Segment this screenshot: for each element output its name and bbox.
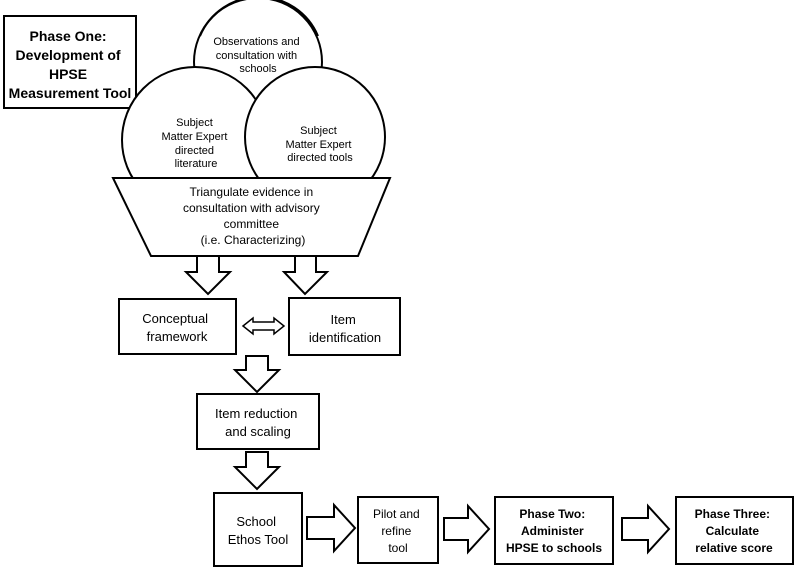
phase-two-line: Phase Two:: [519, 507, 585, 521]
item-id-line: Item: [331, 312, 356, 327]
down-arrow: [232, 451, 282, 491]
reduction-line: and scaling: [225, 424, 291, 439]
funnel-line: (i.e. Characterizing): [201, 233, 306, 247]
ethos-line: Ethos Tool: [228, 532, 289, 547]
phase-two-node: [494, 496, 614, 565]
down-arrow: [232, 355, 282, 394]
pilot-line: tool: [388, 541, 407, 555]
circle-left-line: Matter Expert: [161, 131, 227, 143]
phase-two-line: HPSE to schools: [506, 541, 602, 555]
phase-three-label: Phase Three: Calculate relative score: [695, 507, 774, 555]
phase-two-label: Phase Two: Administer HPSE to schools: [506, 507, 602, 555]
down-arrow: [183, 255, 233, 296]
phase-one-node: Phase One: Development of HPSE Measureme…: [3, 15, 137, 109]
funnel-label: Triangulate evidence in consultation wit…: [183, 185, 323, 247]
item-reduction-label: Item reduction and scaling: [215, 406, 301, 439]
phase-two-line: Administer: [521, 524, 584, 538]
phase-three-line: Phase Three:: [695, 507, 770, 521]
phase-one-line: Phase One:: [30, 28, 107, 44]
ethos-line: School: [236, 514, 276, 529]
phase-one-line: Measurement Tool: [9, 85, 132, 101]
pilot-line: refine: [381, 524, 411, 538]
circle-right-line: Matter Expert: [285, 139, 351, 151]
circle-top-line: Observations and: [213, 36, 299, 48]
funnel-line: committee: [224, 217, 280, 231]
item-identification-label: Item identification: [309, 312, 381, 345]
pilot-refine-label: Pilot and refine tool: [373, 507, 423, 555]
circle-right-label: Subject Matter Expert directed tools: [285, 125, 354, 164]
circle-left-line: directed: [175, 145, 214, 157]
double-arrow: [241, 316, 286, 336]
conceptual-line: framework: [147, 329, 208, 344]
right-arrow: [621, 503, 671, 555]
circle-right-line: Subject: [300, 125, 337, 137]
school-ethos-node: [213, 492, 303, 567]
pilot-refine-node: [357, 496, 439, 564]
conceptual-framework-node: [118, 298, 237, 355]
circle-left-line: Subject: [176, 117, 213, 129]
circle-left-line: literature: [175, 158, 218, 170]
phase-one-label: Phase One: Development of HPSE Measureme…: [9, 28, 132, 101]
phase-three-line: Calculate: [706, 524, 760, 538]
circle-top-label: Observations and consultation with schoo…: [213, 36, 302, 75]
funnel-node: [111, 177, 392, 257]
right-arrow: [443, 503, 491, 555]
conceptual-line: Conceptual: [142, 311, 208, 326]
phase-three-node: [675, 496, 794, 565]
funnel-line: consultation with advisory: [183, 201, 320, 215]
phase-three-line: relative score: [695, 541, 773, 555]
item-id-line: identification: [309, 330, 381, 345]
phase-one-line: Development of: [16, 47, 121, 63]
circle-top-line: schools: [239, 63, 277, 75]
reduction-line: Item reduction: [215, 406, 297, 421]
pilot-line: Pilot and: [373, 507, 420, 521]
conceptual-framework-label: Conceptual framework: [142, 311, 211, 344]
phase-one-line: HPSE: [49, 66, 87, 82]
funnel-line: Triangulate evidence in: [190, 185, 314, 199]
circle-top-line: consultation with: [216, 50, 297, 62]
school-ethos-label: School Ethos Tool: [228, 514, 289, 547]
down-arrow: [281, 255, 330, 296]
right-arrow: [306, 502, 357, 554]
item-identification-node: [288, 297, 401, 356]
item-reduction-node: [196, 393, 320, 450]
circle-left-label: Subject Matter Expert directed literatur…: [161, 117, 230, 170]
circle-right-line: directed tools: [287, 152, 353, 164]
